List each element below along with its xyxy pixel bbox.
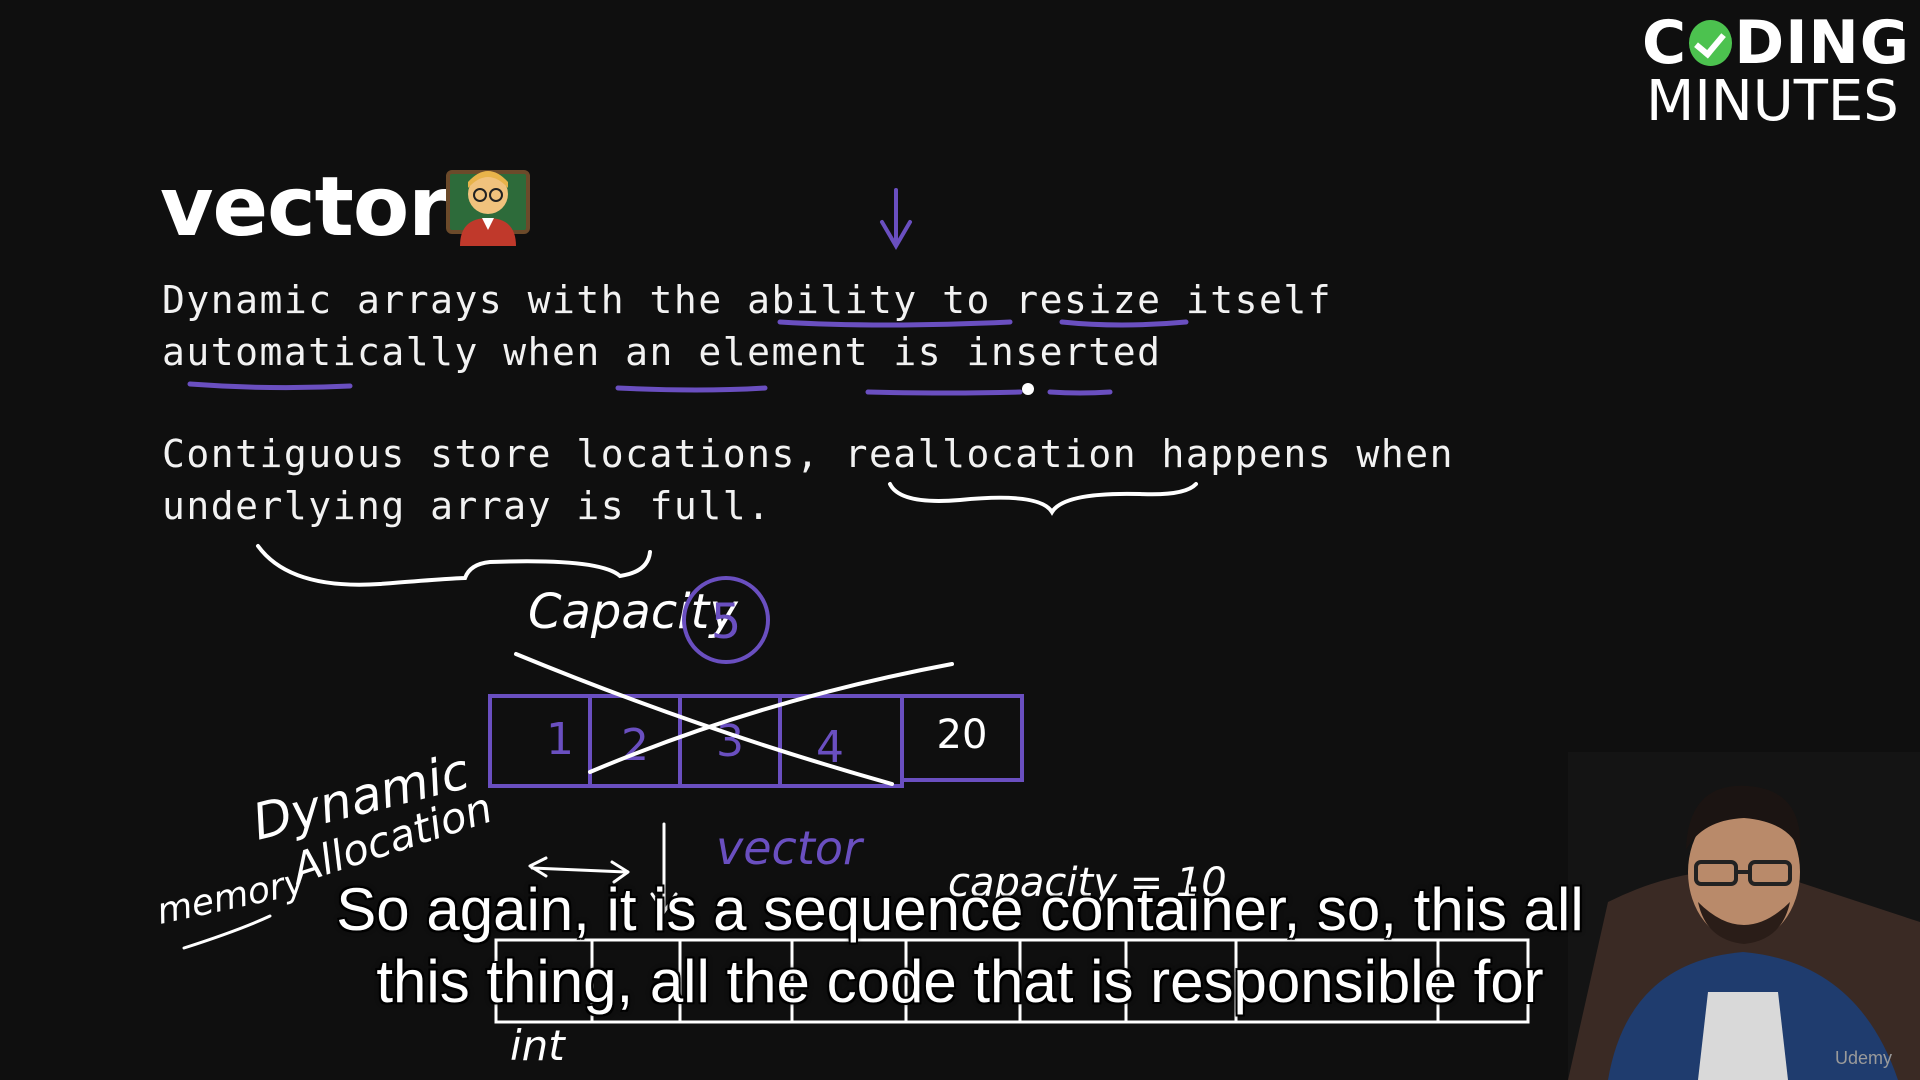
logo-line2: MINUTES [1646,69,1899,134]
int-label: int [510,1021,566,1070]
teacher-emoji-icon [446,170,530,246]
capacity-label: Capacity [528,584,738,640]
misc-white-strokes [182,822,678,950]
definition-line-2: automatically when an element is inserte… [162,330,1162,374]
logo-line1-rest: DING [1734,8,1910,78]
check-icon [1689,20,1733,66]
definition-line-4: underlying array is full. [162,484,772,528]
capacity-ten-label: capacity = 10 [948,860,1227,906]
array-cell-1: 1 [546,714,574,765]
capacity-circle [682,576,770,664]
down-arrow-annotation [880,188,912,250]
presenter-webcam [1568,752,1920,1080]
cross-out-marks [514,652,954,786]
ink-dot [1022,383,1034,395]
array-boxes [488,694,1024,788]
definition-line-1: Dynamic arrays with the ability to resiz… [162,278,1333,322]
white-braces [256,482,1198,587]
logo-letter-c: C [1642,8,1688,78]
purple-underlines [187,319,1189,396]
array-cell-5: 20 [937,712,988,758]
definition-line-3: Contiguous store locations, reallocation… [162,432,1455,476]
vector-label: vector [716,821,865,875]
lower-array-boxes [494,938,1530,1024]
slide-title: vector [160,160,449,255]
array-cell-2: 2 [621,720,649,771]
subtitle-line-2: this thing, all the code that is respons… [376,948,1544,1015]
capacity-value: 5 [711,594,742,650]
udemy-watermark: Udemy [1835,1048,1893,1068]
subtitle-line-1: So again, it is a sequence container, so… [336,876,1584,943]
